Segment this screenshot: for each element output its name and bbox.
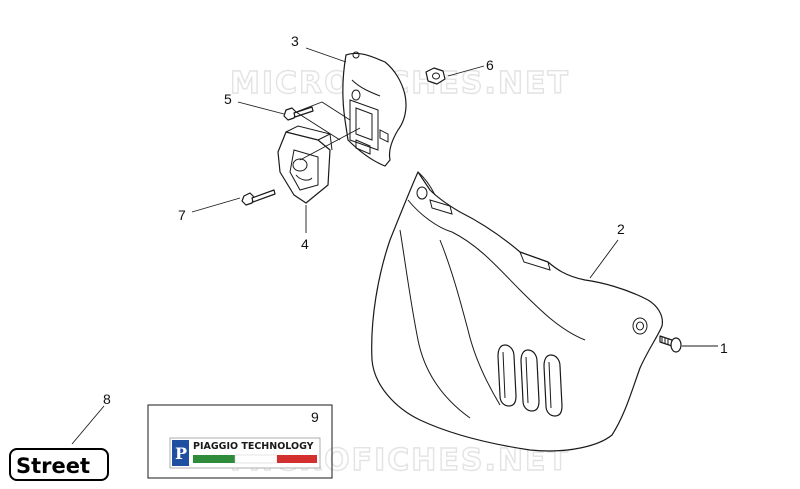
- decal-stripe-green: [193, 455, 235, 463]
- part-5-screw: [283, 106, 314, 121]
- piaggio-logo-icon: [172, 440, 189, 466]
- callout-6: 6: [486, 57, 494, 73]
- callout-2: 2: [617, 221, 625, 237]
- part-2-front-cover: [371, 171, 663, 452]
- leader-lines: [71, 47, 718, 445]
- callout-labels: 3 6 5 7 4 2 1 8 9: [103, 33, 728, 425]
- part-1-screw: [659, 335, 682, 353]
- callout-5: 5: [224, 91, 232, 107]
- street-decal-frame: [9, 448, 109, 481]
- callout-8: 8: [103, 391, 111, 407]
- callout-4: 4: [301, 236, 309, 252]
- decal-brand-text: PIAGGIO TECHNOLOGY: [193, 441, 314, 452]
- part-4-clamp: [277, 125, 333, 204]
- callout-3: 3: [291, 33, 299, 49]
- part-7-screw: [241, 189, 276, 206]
- decal-stripe-white: [234, 454, 278, 464]
- street-decal-text: Street: [16, 454, 90, 478]
- callout-7: 7: [178, 207, 186, 223]
- part-8-street-decal: Street: [9, 448, 109, 481]
- callout-1: 1: [720, 340, 728, 356]
- decal-stripe-red: [277, 455, 317, 463]
- callout-9: 9: [311, 409, 319, 425]
- decal-frame: [147, 404, 333, 479]
- part-9-decal-box: P PIAGGIO TECHNOLOGY: [147, 404, 333, 479]
- part-6-nut: [425, 67, 446, 85]
- part-3-bracket: [342, 51, 407, 167]
- svg-text:P: P: [175, 444, 187, 463]
